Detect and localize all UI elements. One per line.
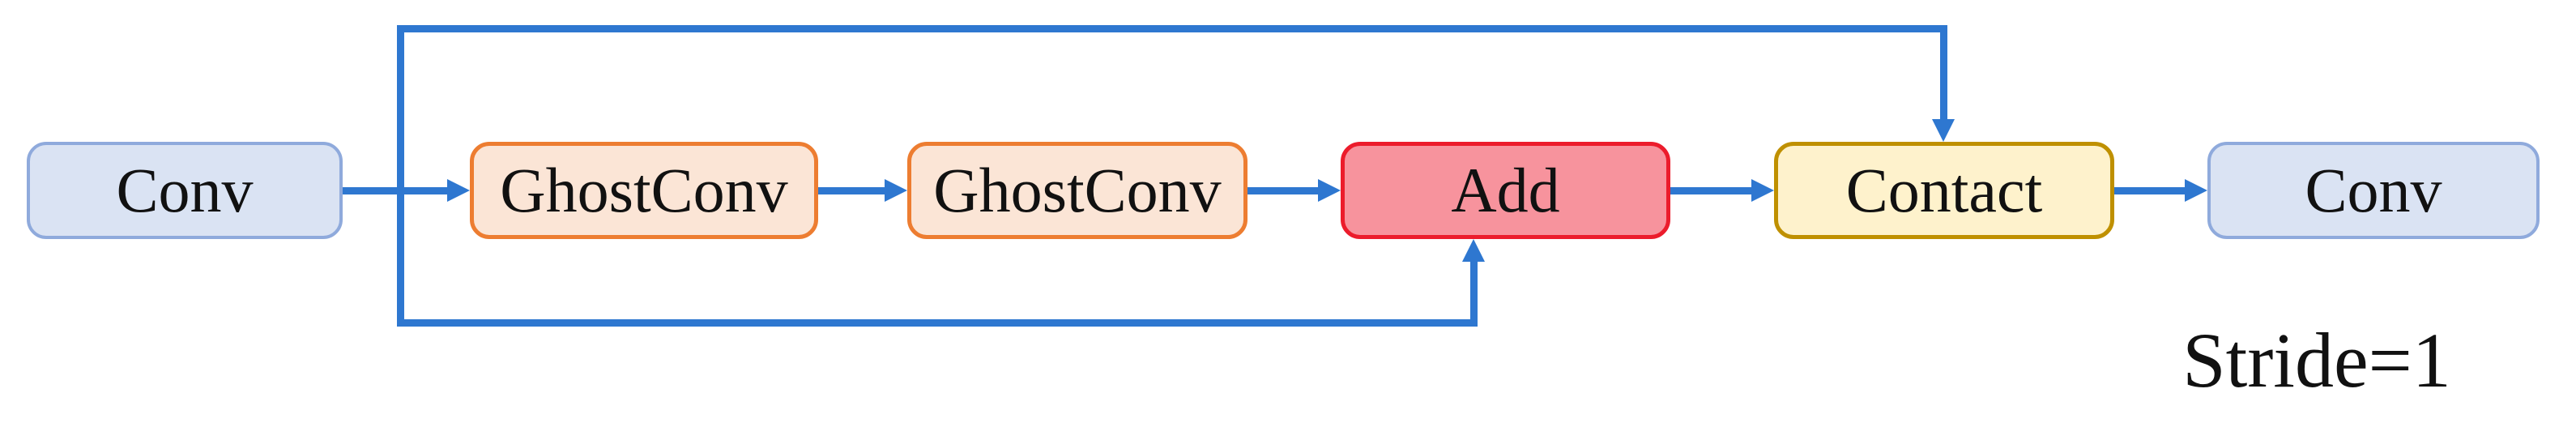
node-conv-input: Conv [27, 142, 343, 239]
arrow-conv-to-ghostconv1 [343, 187, 450, 194]
bottom-skip-rise-line [1470, 261, 1478, 327]
node-contact: Contact [1774, 142, 2114, 239]
node-add: Add [1341, 142, 1670, 239]
stride-annotation: Stride=1 [2182, 317, 2451, 404]
arrow-ghostconv2-to-add [1247, 187, 1321, 194]
top-skip-horizontal-line [397, 25, 1947, 32]
node-ghostconv-1-label: GhostConv [500, 155, 788, 225]
arrow-add-to-contact-head-icon [1751, 179, 1774, 202]
bottom-skip-horizontal-line [397, 319, 1478, 327]
node-ghostconv-2: GhostConv [907, 142, 1247, 239]
node-ghostconv-1: GhostConv [470, 142, 818, 239]
skip-branch-vertical-line [397, 25, 404, 327]
arrow-ghostconv1-to-ghostconv2-head-icon [885, 179, 907, 202]
node-contact-label: Contact [1845, 155, 2043, 225]
arrow-conv-to-ghostconv1-head-icon [447, 179, 470, 202]
arrow-contact-to-conv [2114, 187, 2188, 194]
node-add-label: Add [1451, 155, 1560, 225]
node-conv-output-label: Conv [2305, 155, 2442, 225]
arrow-contact-to-conv-head-icon [2185, 179, 2207, 202]
arrow-ghostconv1-to-ghostconv2 [818, 187, 888, 194]
node-conv-output: Conv [2207, 142, 2540, 239]
top-skip-arrowhead-icon [1932, 119, 1955, 142]
bottom-skip-arrowhead-icon [1462, 239, 1485, 262]
node-conv-input-label: Conv [116, 155, 254, 225]
top-skip-drop-line [1940, 25, 1947, 120]
arrow-add-to-contact [1670, 187, 1755, 194]
arrow-ghostconv2-to-add-head-icon [1318, 179, 1341, 202]
node-ghostconv-2-label: GhostConv [933, 155, 1222, 225]
